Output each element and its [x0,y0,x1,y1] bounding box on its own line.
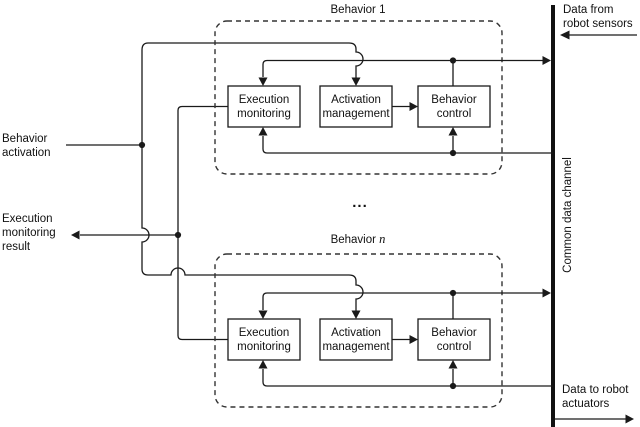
behavior-1-activation-management-box [319,85,393,128]
behavior-1-activation-to-control-arrow [392,102,418,111]
behavior-activation-label-line2: activation [2,147,51,159]
behavior-n-top-feedback-wire [258,288,551,319]
behavior-1-activation-management-label-line2: management [322,108,390,120]
behavior-n-title-prefix: Behavior [331,234,380,246]
behavior-1-title: Behavior 1 [331,4,386,16]
behavior-1-top-feedback-wire [258,56,551,86]
behavior-n-activation-management-box [319,318,393,361]
behavior-n-execution-monitoring-label-line2: monitoring [237,341,291,353]
behavior-n-bottom-feedback-wire [258,360,553,390]
activation-wire-to-behavior-1 [141,42,364,145]
behavior-1-dashed-frame [214,20,503,175]
execution-monitoring-result-label-line3: result [2,241,31,253]
behavior-1-behavior-control-label-line2: control [437,108,472,120]
data-to-actuators-label-line2: actuators [562,398,610,410]
behavior-n-activation-management-label-line1: Activation [331,327,381,339]
behaviors-ellipsis: ... [352,194,368,211]
behavior-n-behavior-control-label-line2: control [437,341,472,353]
behavior-1-execution-monitoring-box [227,85,301,128]
data-from-sensors-label-line2: robot sensors [563,18,633,30]
behavior-1-activation-management-label-line1: Activation [331,94,381,106]
execution-monitoring-result-label-line2: monitoring [2,227,56,239]
behavior-n-dashed-frame [214,253,503,408]
behavior-1-bottom-feedback-wire [258,127,553,157]
data-to-actuators-label-line1: Data to robot [562,384,629,396]
common-data-channel-label: Common data channel [562,157,574,273]
behavior-1-execution-monitoring-label-line1: Execution [239,94,290,106]
behavior-activation-label-line1: Behavior [2,133,48,145]
execution-monitoring-result-arrow [71,230,178,240]
behavior-n-activation-to-control-arrow [392,335,418,344]
behavior-n-behavior-control-box [417,318,491,361]
behavior-1-behavior-control-label-line1: Behavior [431,94,477,106]
behavior-n-activation-management-label-line2: management [322,341,390,353]
data-from-sensors-label-line1: Data from [563,4,614,16]
data-to-actuators-arrow [555,414,634,424]
behavior-n-title-var: n [379,232,385,246]
execution-monitoring-result-label-line1: Execution [2,213,53,225]
behavior-1-execution-monitoring-label-line2: monitoring [237,108,291,120]
data-from-sensors-arrow [560,30,637,40]
behavior-n-execution-monitoring-label-line1: Execution [239,327,290,339]
execution-monitoring-output-trunk [177,105,228,341]
behavior-n-behavior-control-label-line1: Behavior [431,327,477,339]
behavior-n-title: Behavior n [331,232,386,246]
behavior-n-execution-monitoring-box [227,318,301,361]
behavior-1-behavior-control-box [417,85,491,128]
